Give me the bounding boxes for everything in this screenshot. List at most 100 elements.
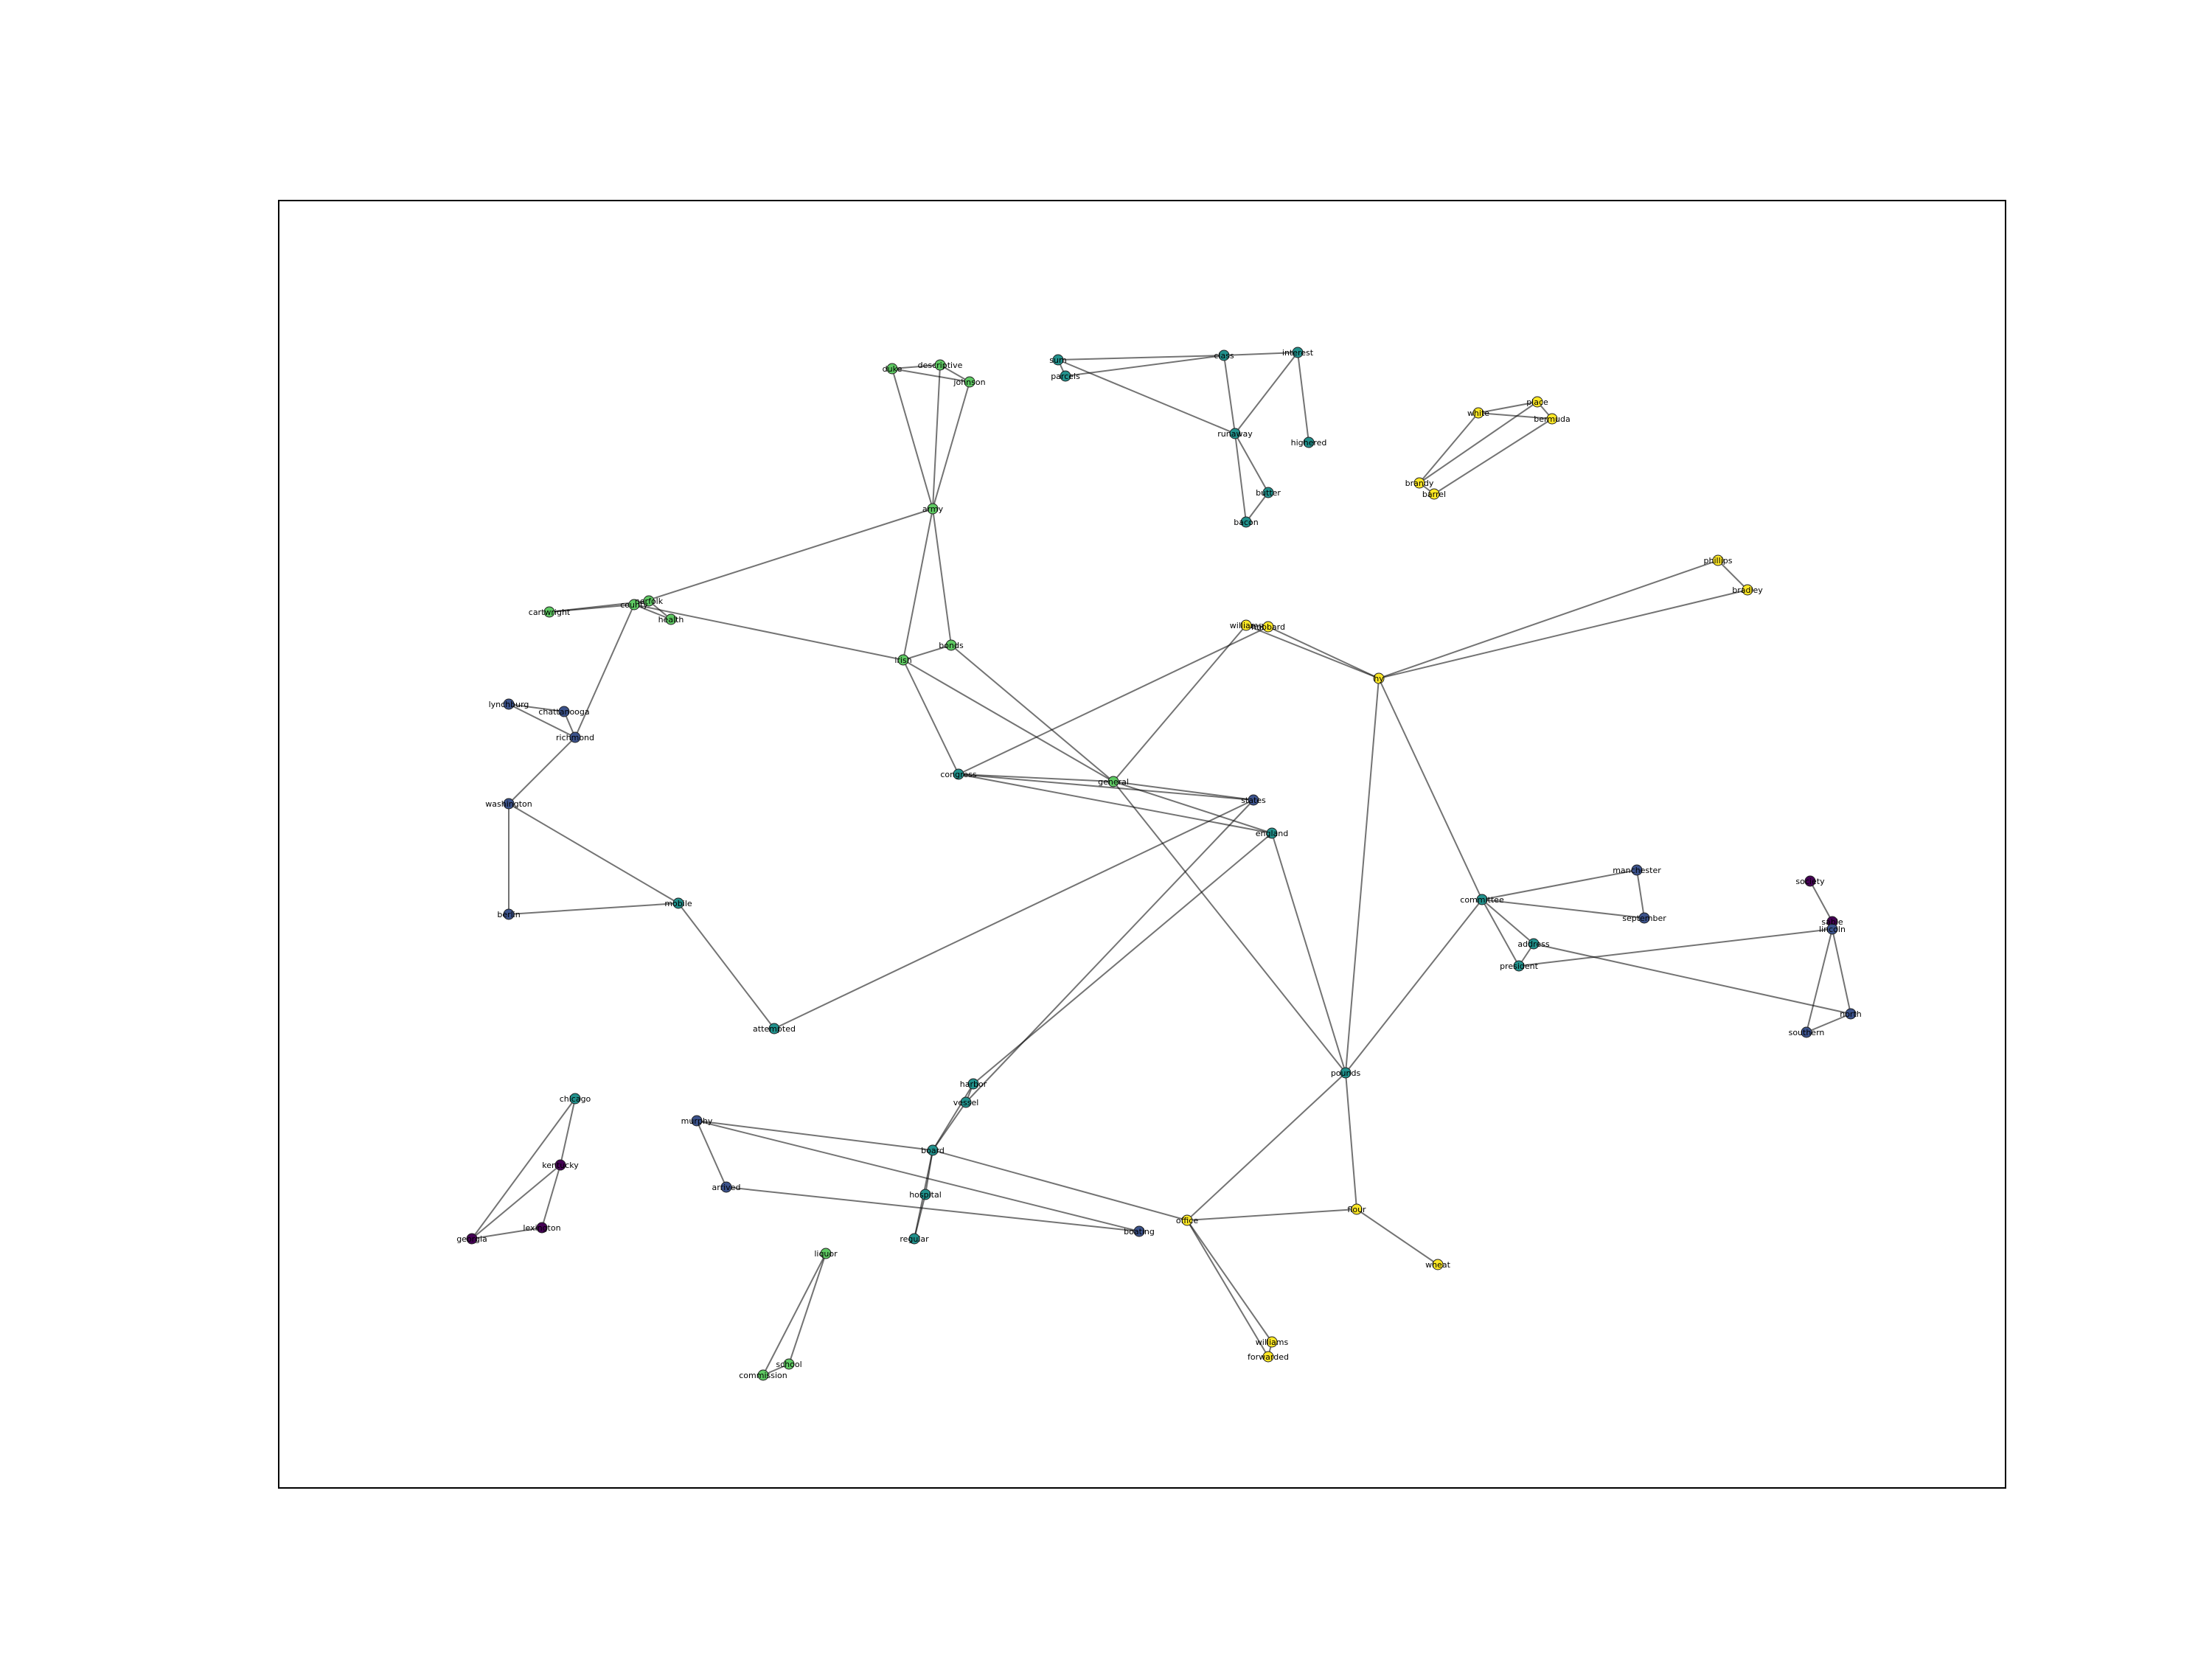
node-flour: [1351, 1203, 1363, 1215]
node-label-chattanooga: chattanooga: [538, 707, 589, 717]
edge: [1223, 355, 1236, 434]
node-label-lexington: lexington: [523, 1223, 560, 1233]
node-health: [665, 613, 677, 625]
edge: [788, 1253, 827, 1365]
edge: [471, 1164, 561, 1239]
node-label-lincoln: lincoln: [1819, 925, 1846, 934]
node-label-north: north: [1840, 1009, 1862, 1019]
node-harbor: [967, 1078, 979, 1090]
node-label-bonds: bonds: [939, 641, 964, 650]
node-label-states: states: [1241, 796, 1266, 805]
node-forwarded: [1262, 1351, 1274, 1363]
edge: [633, 604, 672, 620]
edge: [1806, 1013, 1851, 1033]
node-label-butter: butter: [1256, 488, 1281, 498]
node-layer: [466, 347, 1857, 1381]
node-label-class: class: [1214, 351, 1234, 361]
node-hubbard: [1262, 621, 1274, 633]
node-school: [783, 1358, 795, 1370]
node-label-forwarded: forwarded: [1248, 1352, 1289, 1362]
edge: [1245, 625, 1380, 679]
edge: [939, 364, 970, 383]
edge: [560, 1098, 576, 1166]
node-mobile: [672, 897, 684, 909]
node-label-committee: committee: [1460, 895, 1504, 905]
node-label-attempted: attempted: [753, 1024, 796, 1034]
node-label-norfolk: norfolk: [635, 597, 664, 606]
edge: [696, 1120, 727, 1188]
node-label-georgia: georgia: [456, 1234, 487, 1244]
node-place: [1531, 396, 1543, 408]
node-label-office: office: [1176, 1216, 1198, 1225]
edge: [508, 737, 576, 804]
node-board: [927, 1144, 939, 1156]
node-label-england: england: [1256, 829, 1288, 838]
node-label-brandy: brandy: [1405, 479, 1434, 488]
node-label-sable: sable: [1821, 917, 1843, 927]
edge: [1481, 899, 1520, 967]
node-army: [927, 503, 939, 515]
node-label-general: general: [1098, 777, 1129, 787]
node-label-regular: regular: [900, 1234, 929, 1244]
edge: [958, 773, 1254, 801]
node-label-army: army: [922, 504, 944, 514]
node-label-white: white: [1467, 408, 1489, 418]
edge: [891, 368, 970, 383]
edge: [696, 1120, 933, 1151]
edge: [1518, 928, 1833, 967]
edge: [1057, 359, 1236, 434]
node-label-place: place: [1526, 397, 1548, 407]
node-label-parcels: parcels: [1051, 372, 1080, 381]
edge: [1186, 1220, 1273, 1343]
node-label-manchester: manchester: [1613, 866, 1661, 875]
node-label-kentucky: kentucky: [542, 1161, 579, 1170]
node-label-mobile: mobile: [664, 899, 692, 908]
edge: [508, 703, 576, 738]
edge: [1481, 899, 1645, 919]
node-williams: [1240, 619, 1252, 631]
edge: [1378, 589, 1748, 679]
edge: [1065, 355, 1225, 377]
edge: [1234, 433, 1247, 523]
node-highered: [1303, 437, 1315, 448]
node-address: [1528, 938, 1540, 950]
edge: [1433, 418, 1553, 495]
edge: [1345, 1072, 1357, 1210]
edge: [932, 364, 941, 509]
node-county: [628, 599, 640, 611]
edge: [1234, 433, 1269, 493]
node-norfolk: [643, 595, 655, 607]
node-label-murphy: murphy: [681, 1116, 713, 1126]
node-murphy: [691, 1115, 703, 1127]
node-label-wheat: wheat: [1425, 1260, 1450, 1270]
edge: [633, 508, 933, 605]
edge: [1057, 355, 1225, 361]
edge: [1481, 869, 1638, 900]
node-class: [1218, 349, 1230, 361]
edge: [1186, 1220, 1269, 1357]
edge-layer: [471, 352, 1851, 1376]
node-regular: [908, 1233, 920, 1245]
node-label-board: board: [921, 1146, 945, 1155]
edge: [1186, 1072, 1346, 1221]
edge: [1223, 352, 1298, 356]
node-label-williams: williams: [1230, 621, 1263, 630]
edge: [1832, 928, 1851, 1015]
edge: [1245, 492, 1269, 523]
node-duke: [886, 363, 898, 375]
node-berlin: [503, 908, 515, 920]
node-label-bermuda: bermuda: [1534, 414, 1571, 424]
node-office: [1181, 1214, 1193, 1226]
node-label-county: county: [620, 600, 648, 610]
edge: [1481, 899, 1534, 945]
edge: [932, 1083, 974, 1151]
node-richmond: [569, 731, 581, 743]
node-label-chicago: chicago: [560, 1094, 591, 1104]
node-label-sum: sum: [1049, 355, 1066, 365]
node-lexington: [536, 1222, 548, 1234]
node-september: [1638, 912, 1650, 924]
edge: [1186, 1208, 1357, 1221]
edge: [549, 604, 635, 613]
node-label-phillips: phillips: [1704, 556, 1733, 566]
edge: [1809, 880, 1833, 922]
